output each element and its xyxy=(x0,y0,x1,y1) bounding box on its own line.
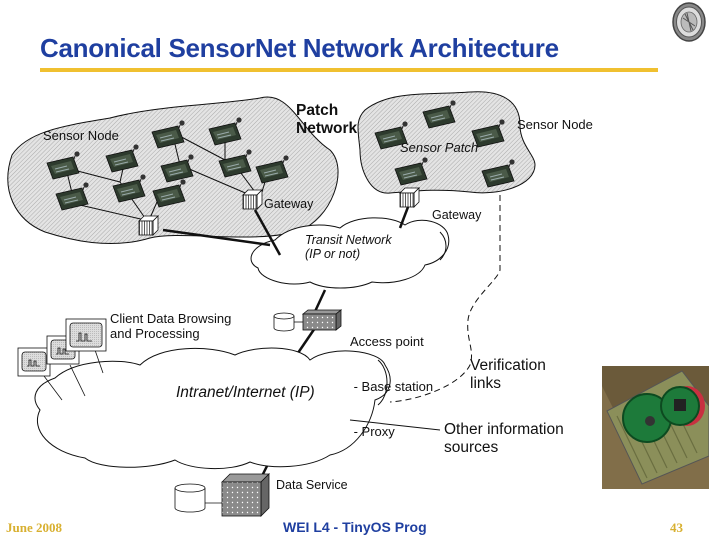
transit-network-label-line2: (IP or not) xyxy=(305,247,361,262)
access-point-label: Access point - Base station - Proxy xyxy=(350,305,433,469)
client-monitors xyxy=(17,318,107,377)
footer-course: WEI L4 - TinyOS Prog xyxy=(283,519,427,535)
patch-network-label: Patch Network xyxy=(296,102,357,138)
sensor-node-label-left: Sensor Node xyxy=(43,128,119,143)
sensor-hardware-photo xyxy=(602,366,709,489)
access-point-label-line3: - Proxy xyxy=(350,423,395,439)
client-label-line1: Client Data Browsing xyxy=(110,311,232,326)
verification-label: Verification links xyxy=(470,357,546,393)
transit-network-label-line1: Transit Network xyxy=(305,233,392,247)
intranet-cloud xyxy=(34,347,391,470)
gateway-label-left: Gateway xyxy=(264,197,314,211)
other-sources-link xyxy=(349,419,441,431)
transit-network-cloud xyxy=(250,217,450,289)
gateway-label-right: Gateway xyxy=(432,208,482,222)
access-point-server-icon xyxy=(301,309,343,331)
gateway-box-icon xyxy=(242,189,263,210)
client-links xyxy=(43,349,104,401)
data-service-label: Data Service xyxy=(276,478,348,492)
client-label-line2: and Processing xyxy=(110,325,200,341)
access-point-label-line1: Access point xyxy=(350,333,424,349)
other-sources-label: Other information sources xyxy=(444,421,564,457)
access-point-label-line2: - Base station xyxy=(350,378,434,394)
verification-link xyxy=(389,195,501,403)
database-cylinder-icon xyxy=(273,312,303,332)
other-sources-label-line2: sources xyxy=(444,438,499,456)
sensor-patch-label: Sensor Patch xyxy=(400,140,479,155)
footer-date: June 2008 xyxy=(6,520,62,535)
intranet-label: Intranet/Internet (IP) xyxy=(176,384,315,401)
title-underline xyxy=(40,68,658,72)
monitor-icon xyxy=(65,318,107,352)
client-label: Client Data Browsing and Processing xyxy=(110,311,232,342)
university-seal-icon xyxy=(672,2,706,42)
verification-label-line1: Verification xyxy=(470,357,546,374)
monitor-icon xyxy=(17,347,51,377)
patch-network-label-line2: Network xyxy=(296,119,358,137)
slide-title: Canonical SensorNet Network Architecture xyxy=(40,33,559,63)
database-cylinder-icon xyxy=(174,483,222,513)
gateway-box-icon xyxy=(399,187,420,208)
sensor-node-label-right: Sensor Node xyxy=(517,117,593,132)
transit-network-label: Transit Network (IP or not) xyxy=(305,233,392,262)
page-number: 43 xyxy=(670,520,683,535)
patch-network-label-line1: Patch xyxy=(296,102,339,119)
other-sources-label-line1: Other information xyxy=(444,421,564,438)
verification-label-line2: links xyxy=(470,374,502,392)
data-service-server-icon xyxy=(221,473,270,517)
gateway-box-icon xyxy=(138,215,159,236)
